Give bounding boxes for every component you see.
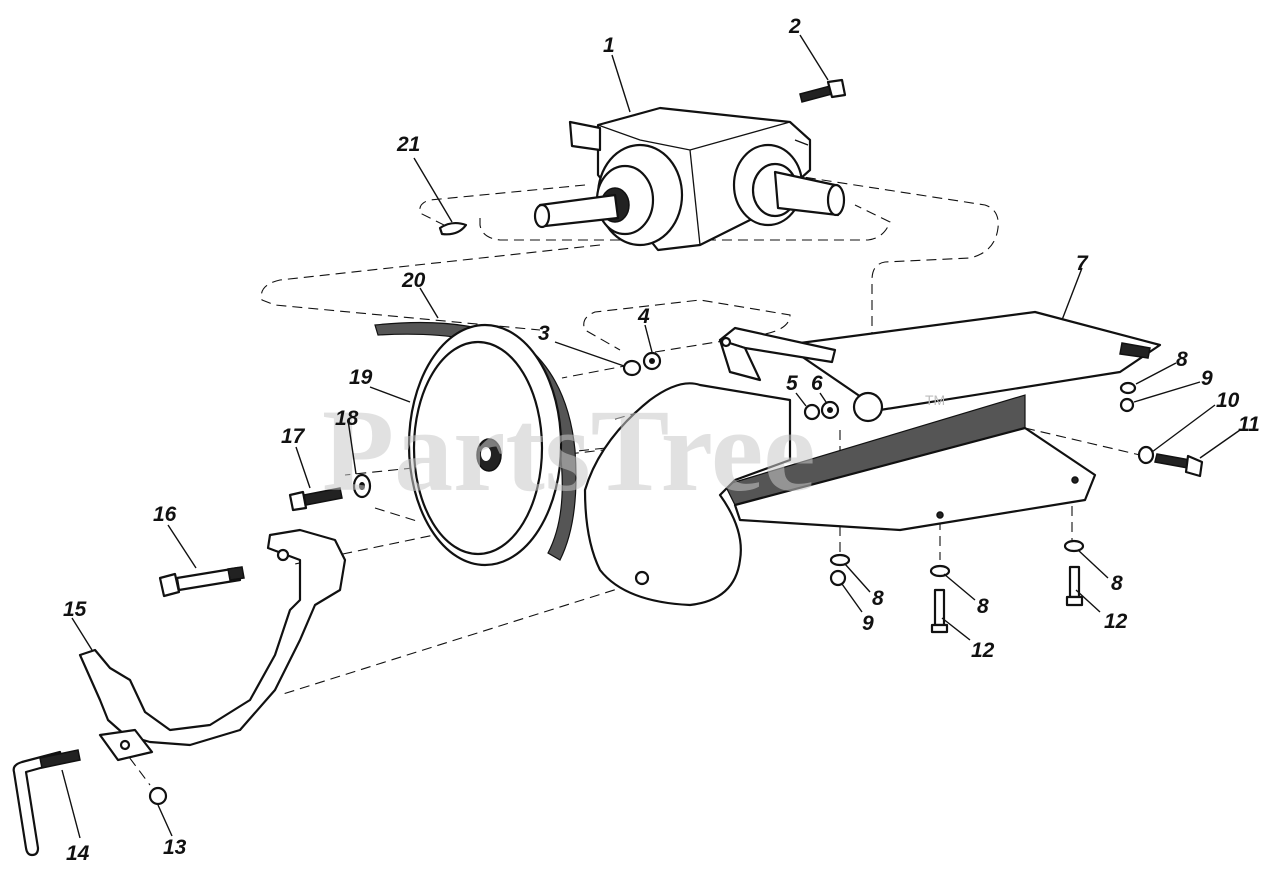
- callout-8b: 8: [872, 587, 884, 610]
- leader-lines: [61, 34, 1241, 839]
- hex-key-part-14: [12, 749, 81, 857]
- callout-13: 13: [163, 836, 187, 859]
- washer-part-8b: [829, 553, 851, 567]
- callout-2: 2: [788, 15, 801, 38]
- washer-part-6: [820, 400, 840, 420]
- callout-8a: 8: [1176, 348, 1188, 371]
- bolt-part-16: [158, 566, 245, 598]
- bolt-part-12b: [1065, 565, 1084, 607]
- nut-part-9b: [829, 569, 847, 587]
- pulley-part-19: [407, 323, 563, 567]
- callout-16: 16: [153, 503, 177, 526]
- watermark: PartsTree TM: [322, 385, 945, 516]
- callout-14: 14: [66, 842, 90, 865]
- callout-20: 20: [401, 269, 426, 292]
- callout-3: 3: [538, 322, 550, 345]
- nut-part-5: [803, 403, 821, 421]
- washer-part-8a: [1119, 381, 1137, 395]
- callout-9b: 9: [862, 612, 874, 635]
- bolt-part-17: [288, 487, 343, 512]
- idler-bracket: [718, 326, 837, 382]
- callout-7: 7: [1076, 252, 1089, 275]
- callout-12a: 12: [971, 639, 995, 662]
- callout-19: 19: [349, 366, 373, 389]
- callout-15: 15: [63, 598, 87, 621]
- callout-17: 17: [281, 425, 306, 448]
- washer-part-4: [642, 351, 662, 371]
- callout-9a: 9: [1201, 367, 1213, 390]
- washer-part-8d: [1063, 539, 1085, 553]
- callout-8d: 8: [1111, 572, 1123, 595]
- callout-6: 6: [811, 372, 823, 395]
- callout-11: 11: [1238, 413, 1260, 436]
- callout-18: 18: [335, 407, 359, 430]
- callout-12b: 12: [1104, 610, 1128, 633]
- washer-part-8c: [929, 564, 951, 578]
- washer-part-10: [1137, 445, 1155, 465]
- nut-part-9a: [1119, 397, 1135, 413]
- callout-8c: 8: [977, 595, 989, 618]
- callouts: 1 2 3 4 5 6 7 8 9 10 11 8 9 8 12 8 12 13…: [63, 15, 1260, 865]
- callout-21: 21: [396, 133, 420, 156]
- guard-bracket-part-15: [78, 528, 347, 762]
- nut-part-3: [622, 359, 642, 377]
- belt-guard-plate: [583, 382, 792, 607]
- bolt-part-2: [799, 78, 847, 103]
- watermark-text: PartsTree: [322, 385, 816, 516]
- mounting-plate-part-7: [724, 310, 1162, 532]
- watermark-trademark: TM: [925, 392, 945, 408]
- bolt-part-12a: [930, 588, 949, 634]
- callout-1: 1: [603, 34, 615, 57]
- washer-part-18: [352, 473, 372, 499]
- woodruff-key-part-21: [438, 221, 468, 236]
- gearbox: [533, 106, 846, 252]
- bolt-part-11: [1154, 453, 1204, 478]
- callout-4: 4: [637, 305, 650, 328]
- callout-5: 5: [786, 372, 798, 395]
- callout-10: 10: [1216, 389, 1240, 412]
- nut-part-13: [148, 786, 168, 806]
